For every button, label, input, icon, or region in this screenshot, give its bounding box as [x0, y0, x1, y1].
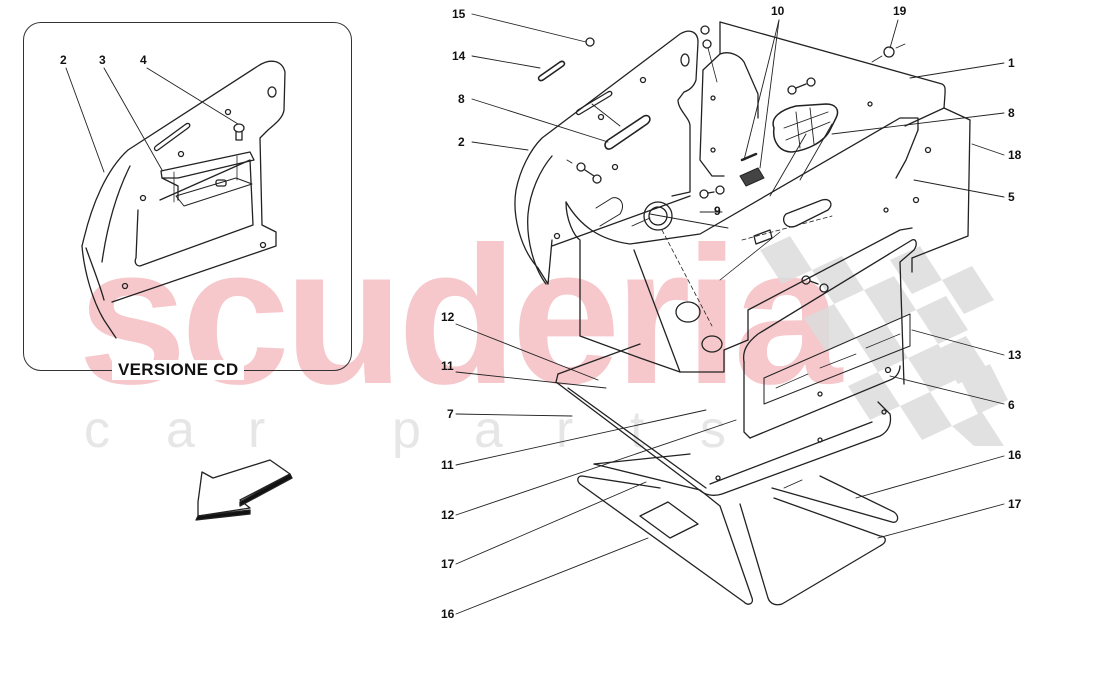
watermark-letter: r [556, 401, 574, 459]
watermark-letter: t [630, 401, 645, 459]
callout-label: 6 [1008, 398, 1015, 412]
watermark-brand: scuderia [78, 206, 842, 425]
callout-label: 8 [458, 92, 465, 106]
callout-label: 15 [452, 7, 466, 21]
callout-label: 14 [452, 49, 466, 63]
callout-label: 8 [1008, 106, 1015, 120]
leader-lines [65, 13, 1005, 615]
direction-arrow-icon [195, 459, 293, 521]
inset-panel-drawing [81, 60, 286, 339]
callout-label: 9 [714, 204, 721, 218]
inset-title: VERSIONE CD [112, 360, 245, 380]
watermark-letter: a [166, 401, 195, 459]
callout-label: 13 [1008, 348, 1022, 362]
watermark-letter: p [392, 401, 421, 459]
callout-label: 7 [447, 407, 454, 421]
callout-label: 17 [441, 557, 455, 571]
grommet-15 [585, 37, 595, 47]
callout-label: 11 [441, 359, 454, 373]
left-panel-drawing [514, 30, 699, 285]
watermark-letter: a [474, 401, 503, 459]
callout-label: 3 [99, 53, 106, 67]
callout-label: 11 [441, 458, 454, 472]
side-panel-drawing [742, 238, 917, 439]
callout-label: 1 [1008, 56, 1015, 70]
callout-label: 10 [771, 4, 785, 18]
callout-label: 16 [1008, 448, 1022, 462]
callout-label: 12 [441, 508, 455, 522]
callout-label: 12 [441, 310, 455, 324]
callout-label: 2 [60, 53, 67, 67]
bulkhead-drawing [699, 21, 971, 273]
callout-label: 16 [441, 607, 455, 621]
callout-label: 18 [1008, 148, 1022, 162]
console-drawing [565, 117, 919, 373]
watermark-letter: s [700, 401, 726, 459]
callout-label: 4 [140, 53, 147, 67]
callout-label: 5 [1008, 190, 1015, 204]
watermark-letter: c [84, 401, 110, 459]
tray-and-mats-drawing [555, 343, 899, 606]
clip-14 [537, 60, 566, 82]
callout-label: 19 [893, 4, 907, 18]
callout-label: 17 [1008, 497, 1022, 511]
callout-label: 2 [458, 135, 465, 149]
watermark-letter: r [248, 401, 266, 459]
